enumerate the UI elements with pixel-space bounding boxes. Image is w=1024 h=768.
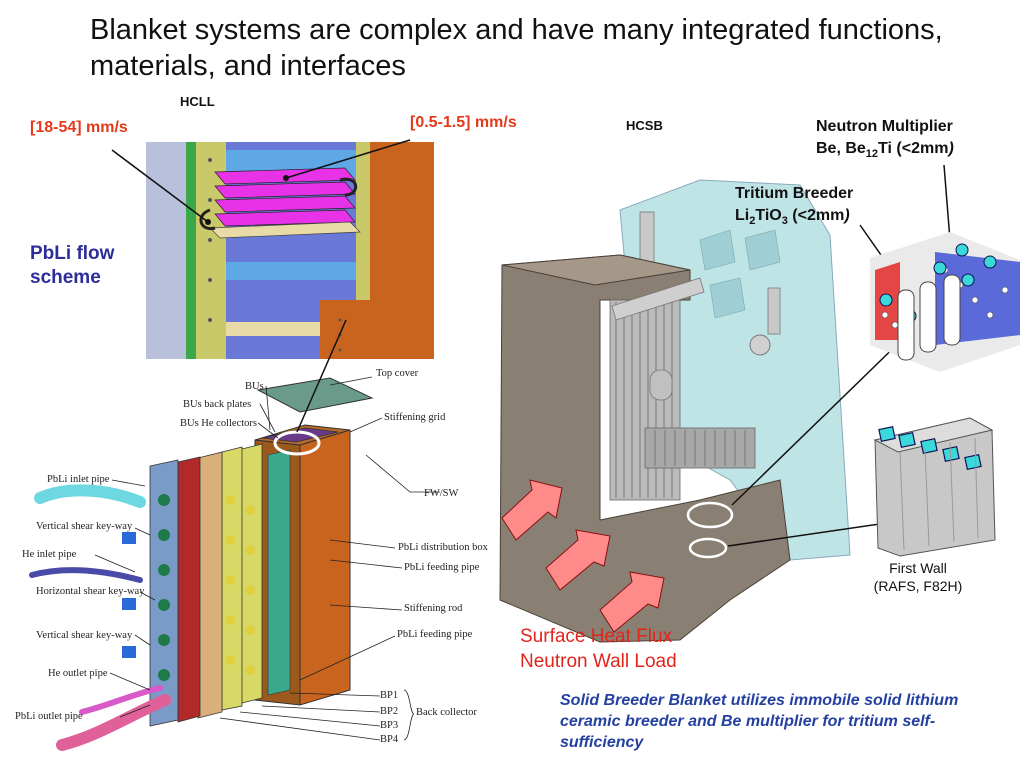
tritium-breeder-line2: Li2TiO3 (<2mm) [735,205,853,232]
vertical-shear-keyway-label-1: Vertical shear key-way [36,521,133,532]
page-title: Blanket systems are complex and have man… [90,14,943,82]
bp4-label: BP4 [380,734,399,745]
surface-heat-flux-text: Surface Heat Flux [520,626,673,647]
hcsb-module-render [499,179,851,643]
tb-size-text: (<2mm [787,207,845,224]
solid-breeder-summary: Solid Breeder Blanket utilizes immobile … [560,692,959,751]
he-outlet-pipe-label: He outlet pipe [48,668,108,679]
pbli-inlet-velocity-label: [18-54] mm/s [30,119,128,136]
horizontal-shear-keyway-label: Horizontal shear key-way [36,586,145,597]
pbli-feeding-pipe-label-2: PbLi feeding pipe [397,629,473,640]
pebble-bed-inset [870,232,1020,372]
first-wall-line2: (RAFS, F82H) [873,578,963,594]
bus-back-plates-label: BUs back plates [183,399,252,410]
bus-he-collectors-label: BUs He collectors [180,418,257,429]
nm-ti-text: Ti (<2mm [878,140,949,157]
pbli-inner-velocity-label: [0.5-1.5] mm/s [410,114,517,131]
first-wall-label: First Wall (RAFS, F82H) [858,559,978,595]
bp2-label: BP2 [380,706,399,717]
fw-sw-label: FW/SW [424,488,459,499]
tb-subscript-1: 2 [749,215,756,228]
hcsb-label: HCSB [626,118,663,133]
tb-li-text: Li [735,207,750,224]
heat-flux-label: Surface Heat Flux Neutron Wall Load [520,624,677,674]
pbli-distribution-box-label: PbLi distribution box [398,542,488,553]
neutron-wall-load-text: Neutron Wall Load [520,651,677,672]
top-cover-label: Top cover [376,368,419,379]
bp3-label: BP3 [380,720,399,731]
pbli-flow-scheme-label: PbLi flow scheme [30,243,115,288]
first-wall-inset [873,417,996,557]
stiffening-rod-label: Stiffening rod [404,603,463,614]
tb-close-paren: ) [844,207,850,224]
nm-subscript: 12 [865,148,879,161]
tb-tio-text: TiO [755,207,782,224]
bp1-label: BP1 [380,690,399,701]
hcll-label: HCLL [180,94,215,109]
tb-subscript-2: 3 [781,215,788,228]
bus-label: BUs [245,381,264,392]
tritium-breeder-line1: Tritium Breeder [735,185,854,202]
back-collector-label: Back collector [416,707,477,718]
tritium-breeder-label: Tritium Breeder Li2TiO3 (<2mm) [735,183,853,232]
hcll-cutaway-render [146,142,434,359]
nm-close-paren: ) [948,140,954,157]
neutron-multiplier-line1: Neutron Multiplier [816,118,953,135]
vertical-shear-keyway-label-2: Vertical shear key-way [36,630,133,641]
he-inlet-pipe-label: He inlet pipe [22,549,77,560]
neutron-multiplier-line2: Be, Be12Ti (<2mm) [816,138,954,165]
neutron-multiplier-label: Neutron Multiplier Be, Be12Ti (<2mm) [816,116,954,165]
first-wall-line1: First Wall [889,560,947,576]
stiffening-grid-label: Stiffening grid [384,412,446,423]
pbli-feeding-pipe-label-1: PbLi feeding pipe [404,562,480,573]
nm-be-text: Be, Be [816,140,866,157]
pbli-inlet-pipe-label: PbLi inlet pipe [47,474,110,485]
hcll-exploded-view [29,319,374,751]
pbli-outlet-pipe-label: PbLi outlet pipe [15,711,83,722]
